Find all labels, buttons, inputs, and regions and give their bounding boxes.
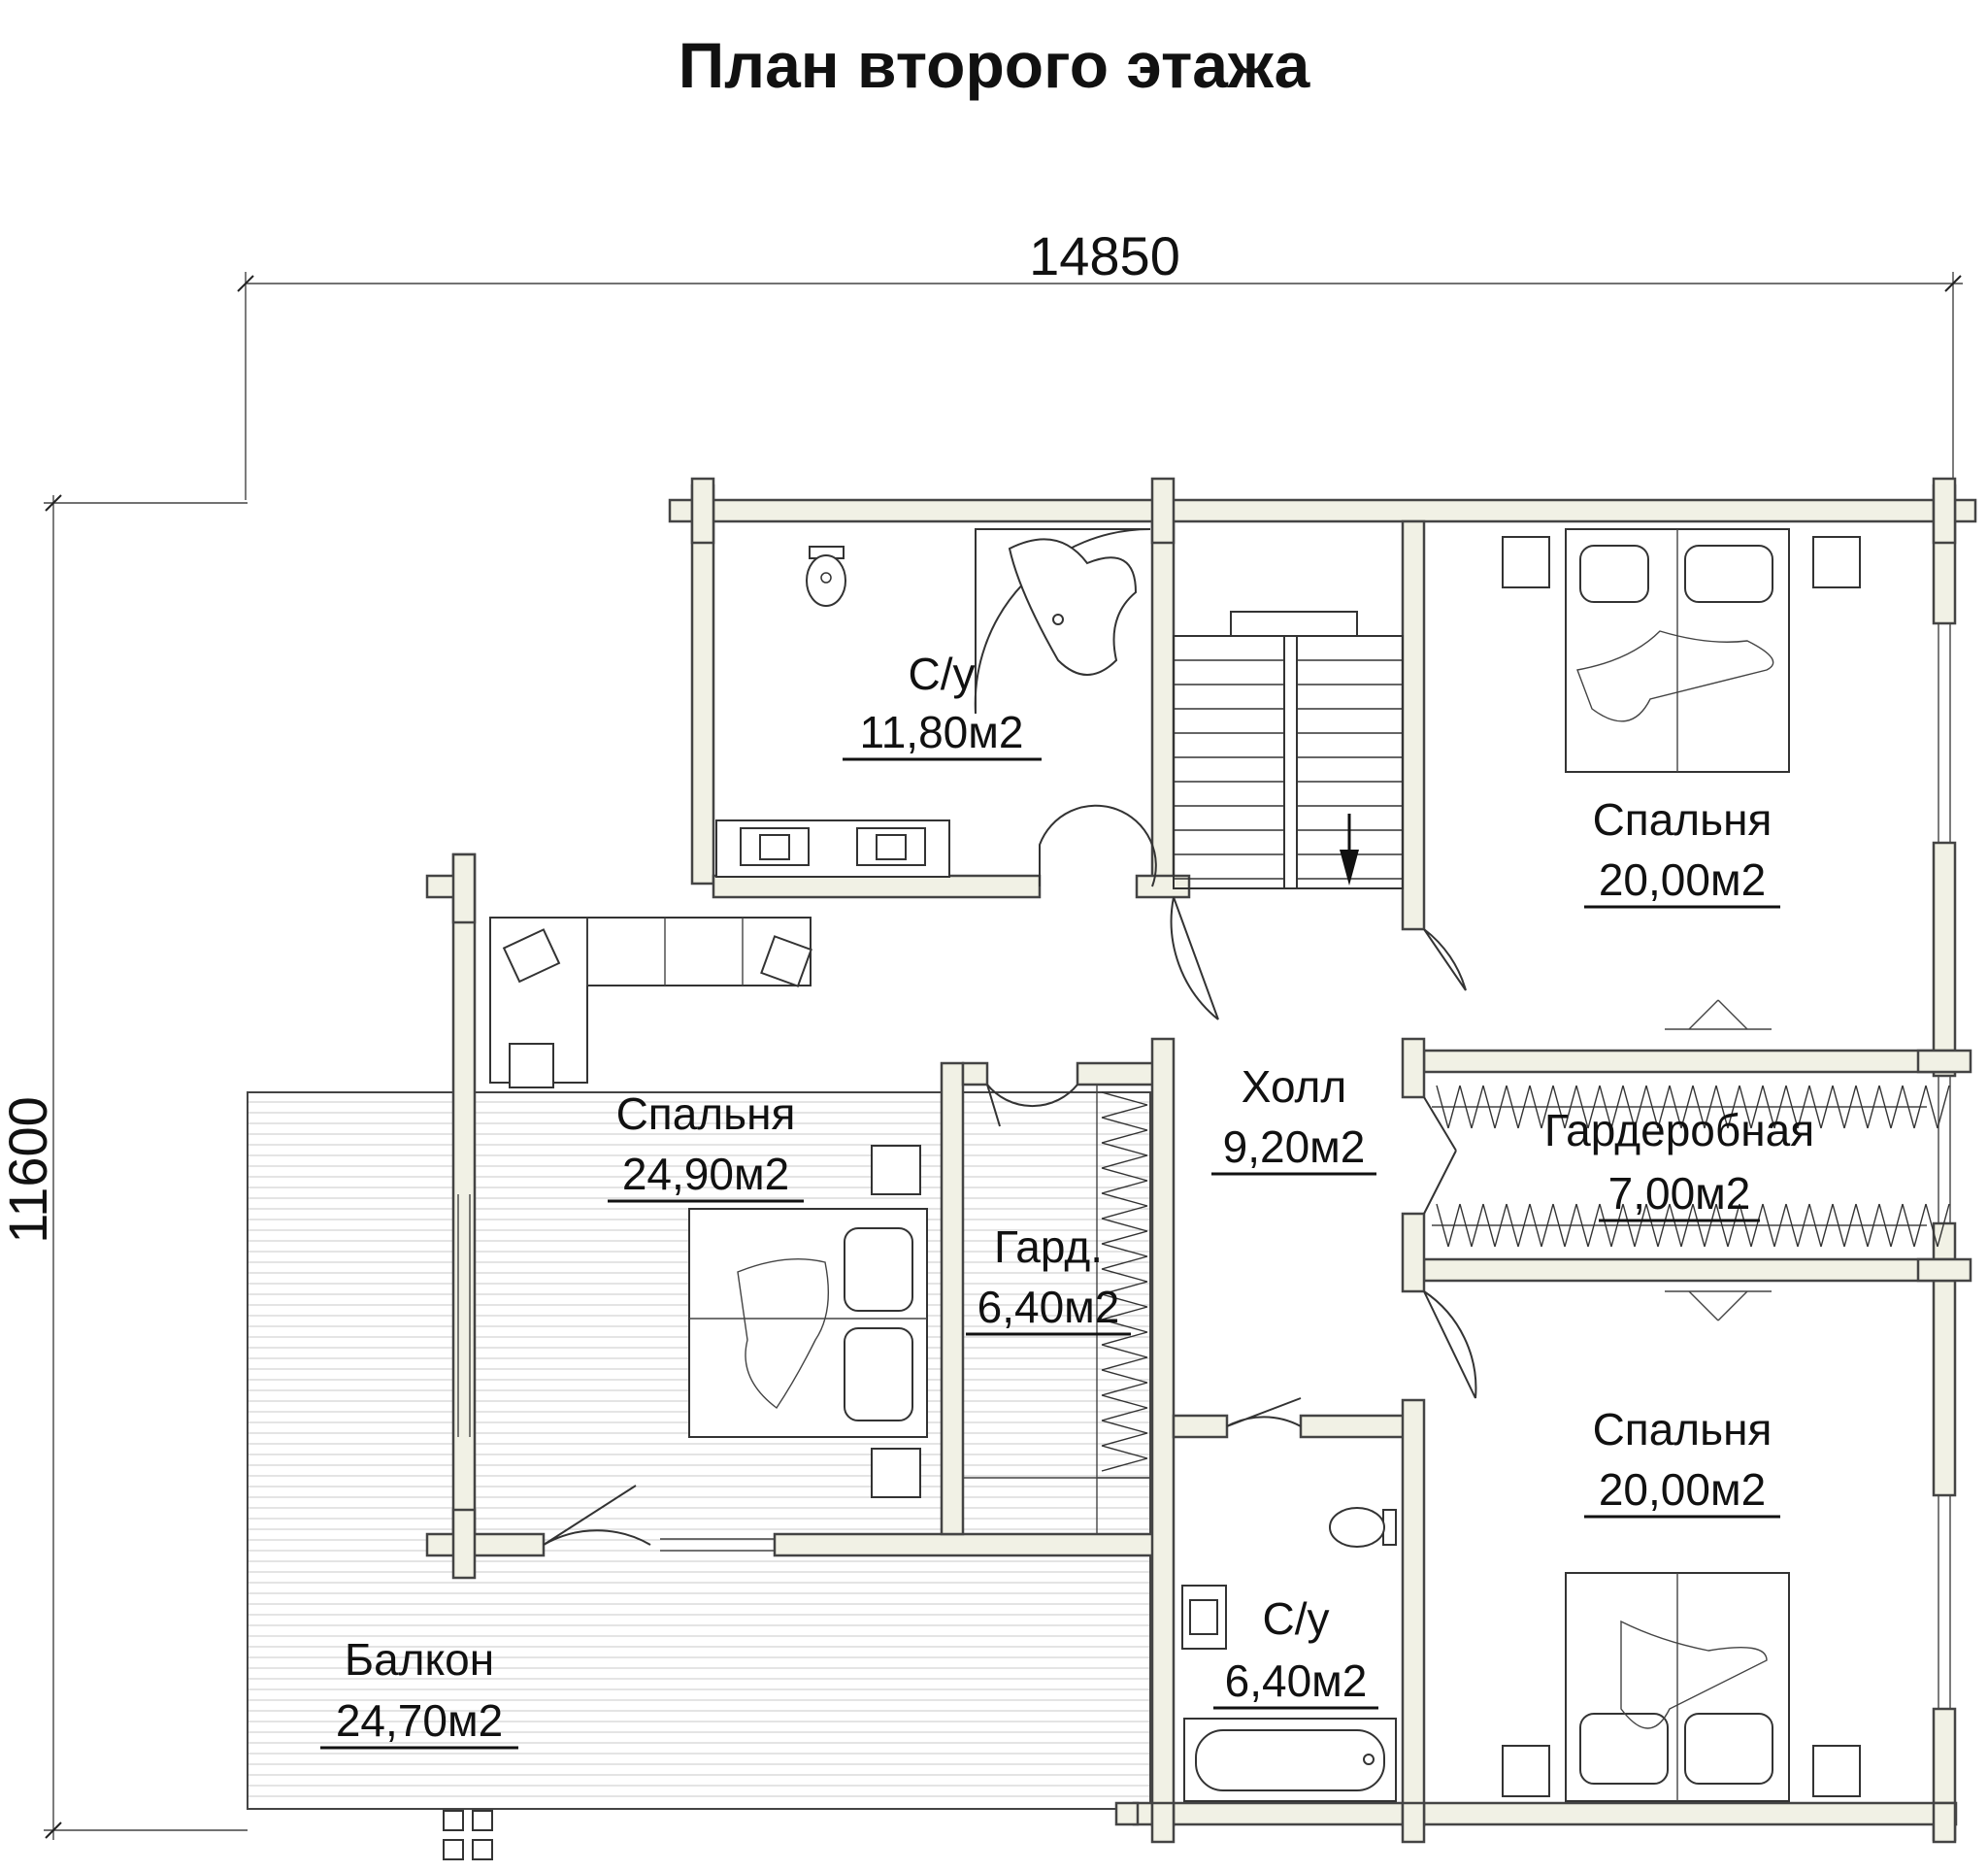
drain-icon [1363, 1754, 1375, 1765]
toilet-icon [1329, 1507, 1397, 1548]
plan-title: План второго этажа [679, 29, 1311, 101]
bed-ne-area: 20,00м2 [1599, 854, 1766, 905]
gard-area: 6,40м2 [977, 1282, 1120, 1332]
drain-icon [1052, 614, 1064, 625]
room-labels: С/у 11,80м2 Спальня 20,00м2 Спальня 24,9… [320, 649, 1814, 1750]
bath1-name: С/у [909, 649, 976, 699]
sink-icon [1181, 1585, 1227, 1650]
wardrobe-rails [1432, 1085, 1950, 1248]
hall-name: Холл [1242, 1061, 1346, 1112]
balcony-area: 24,70м2 [336, 1695, 503, 1746]
bed-w-name: Спальня [616, 1088, 796, 1139]
bed-w-area: 24,90м2 [622, 1149, 789, 1199]
gard-name: Гард. [994, 1221, 1103, 1272]
bath2-name: С/у [1263, 1593, 1330, 1644]
staircase [1173, 611, 1404, 889]
wardrobe-name: Гардеробная [1544, 1105, 1814, 1155]
dimension-width-label: 14850 [1029, 225, 1180, 286]
bed-ne-name: Спальня [1593, 794, 1773, 845]
bath2-fixtures [1181, 1507, 1397, 1802]
bath1-area: 11,80м2 [860, 707, 1024, 757]
bath1-fixtures [715, 527, 1151, 878]
sink-icon [856, 827, 926, 866]
balcony-name: Балкон [345, 1634, 494, 1685]
doors [543, 804, 1477, 1546]
hall-area: 9,20м2 [1223, 1121, 1366, 1172]
bed-ne-furniture [1502, 528, 1861, 1030]
dimension-height: 11600 [0, 494, 248, 1840]
log-crossings [451, 477, 1972, 1844]
bed-se-name: Спальня [1593, 1404, 1773, 1454]
bath2-area: 6,40м2 [1225, 1655, 1368, 1706]
chair-icon [443, 1810, 493, 1860]
stair-arrow-icon [1340, 850, 1359, 886]
bed-se-furniture [1502, 1290, 1861, 1802]
gard-closet [963, 1084, 1153, 1534]
dimension-width: 14850 [237, 225, 1963, 500]
wardrobe-area: 7,00м2 [1608, 1168, 1751, 1219]
toilet-icon [806, 546, 846, 607]
bed-se-area: 20,00м2 [1599, 1464, 1766, 1515]
dimension-height-label: 11600 [0, 1096, 58, 1244]
sink-icon [740, 827, 810, 866]
bed-w-furniture [489, 917, 928, 1498]
